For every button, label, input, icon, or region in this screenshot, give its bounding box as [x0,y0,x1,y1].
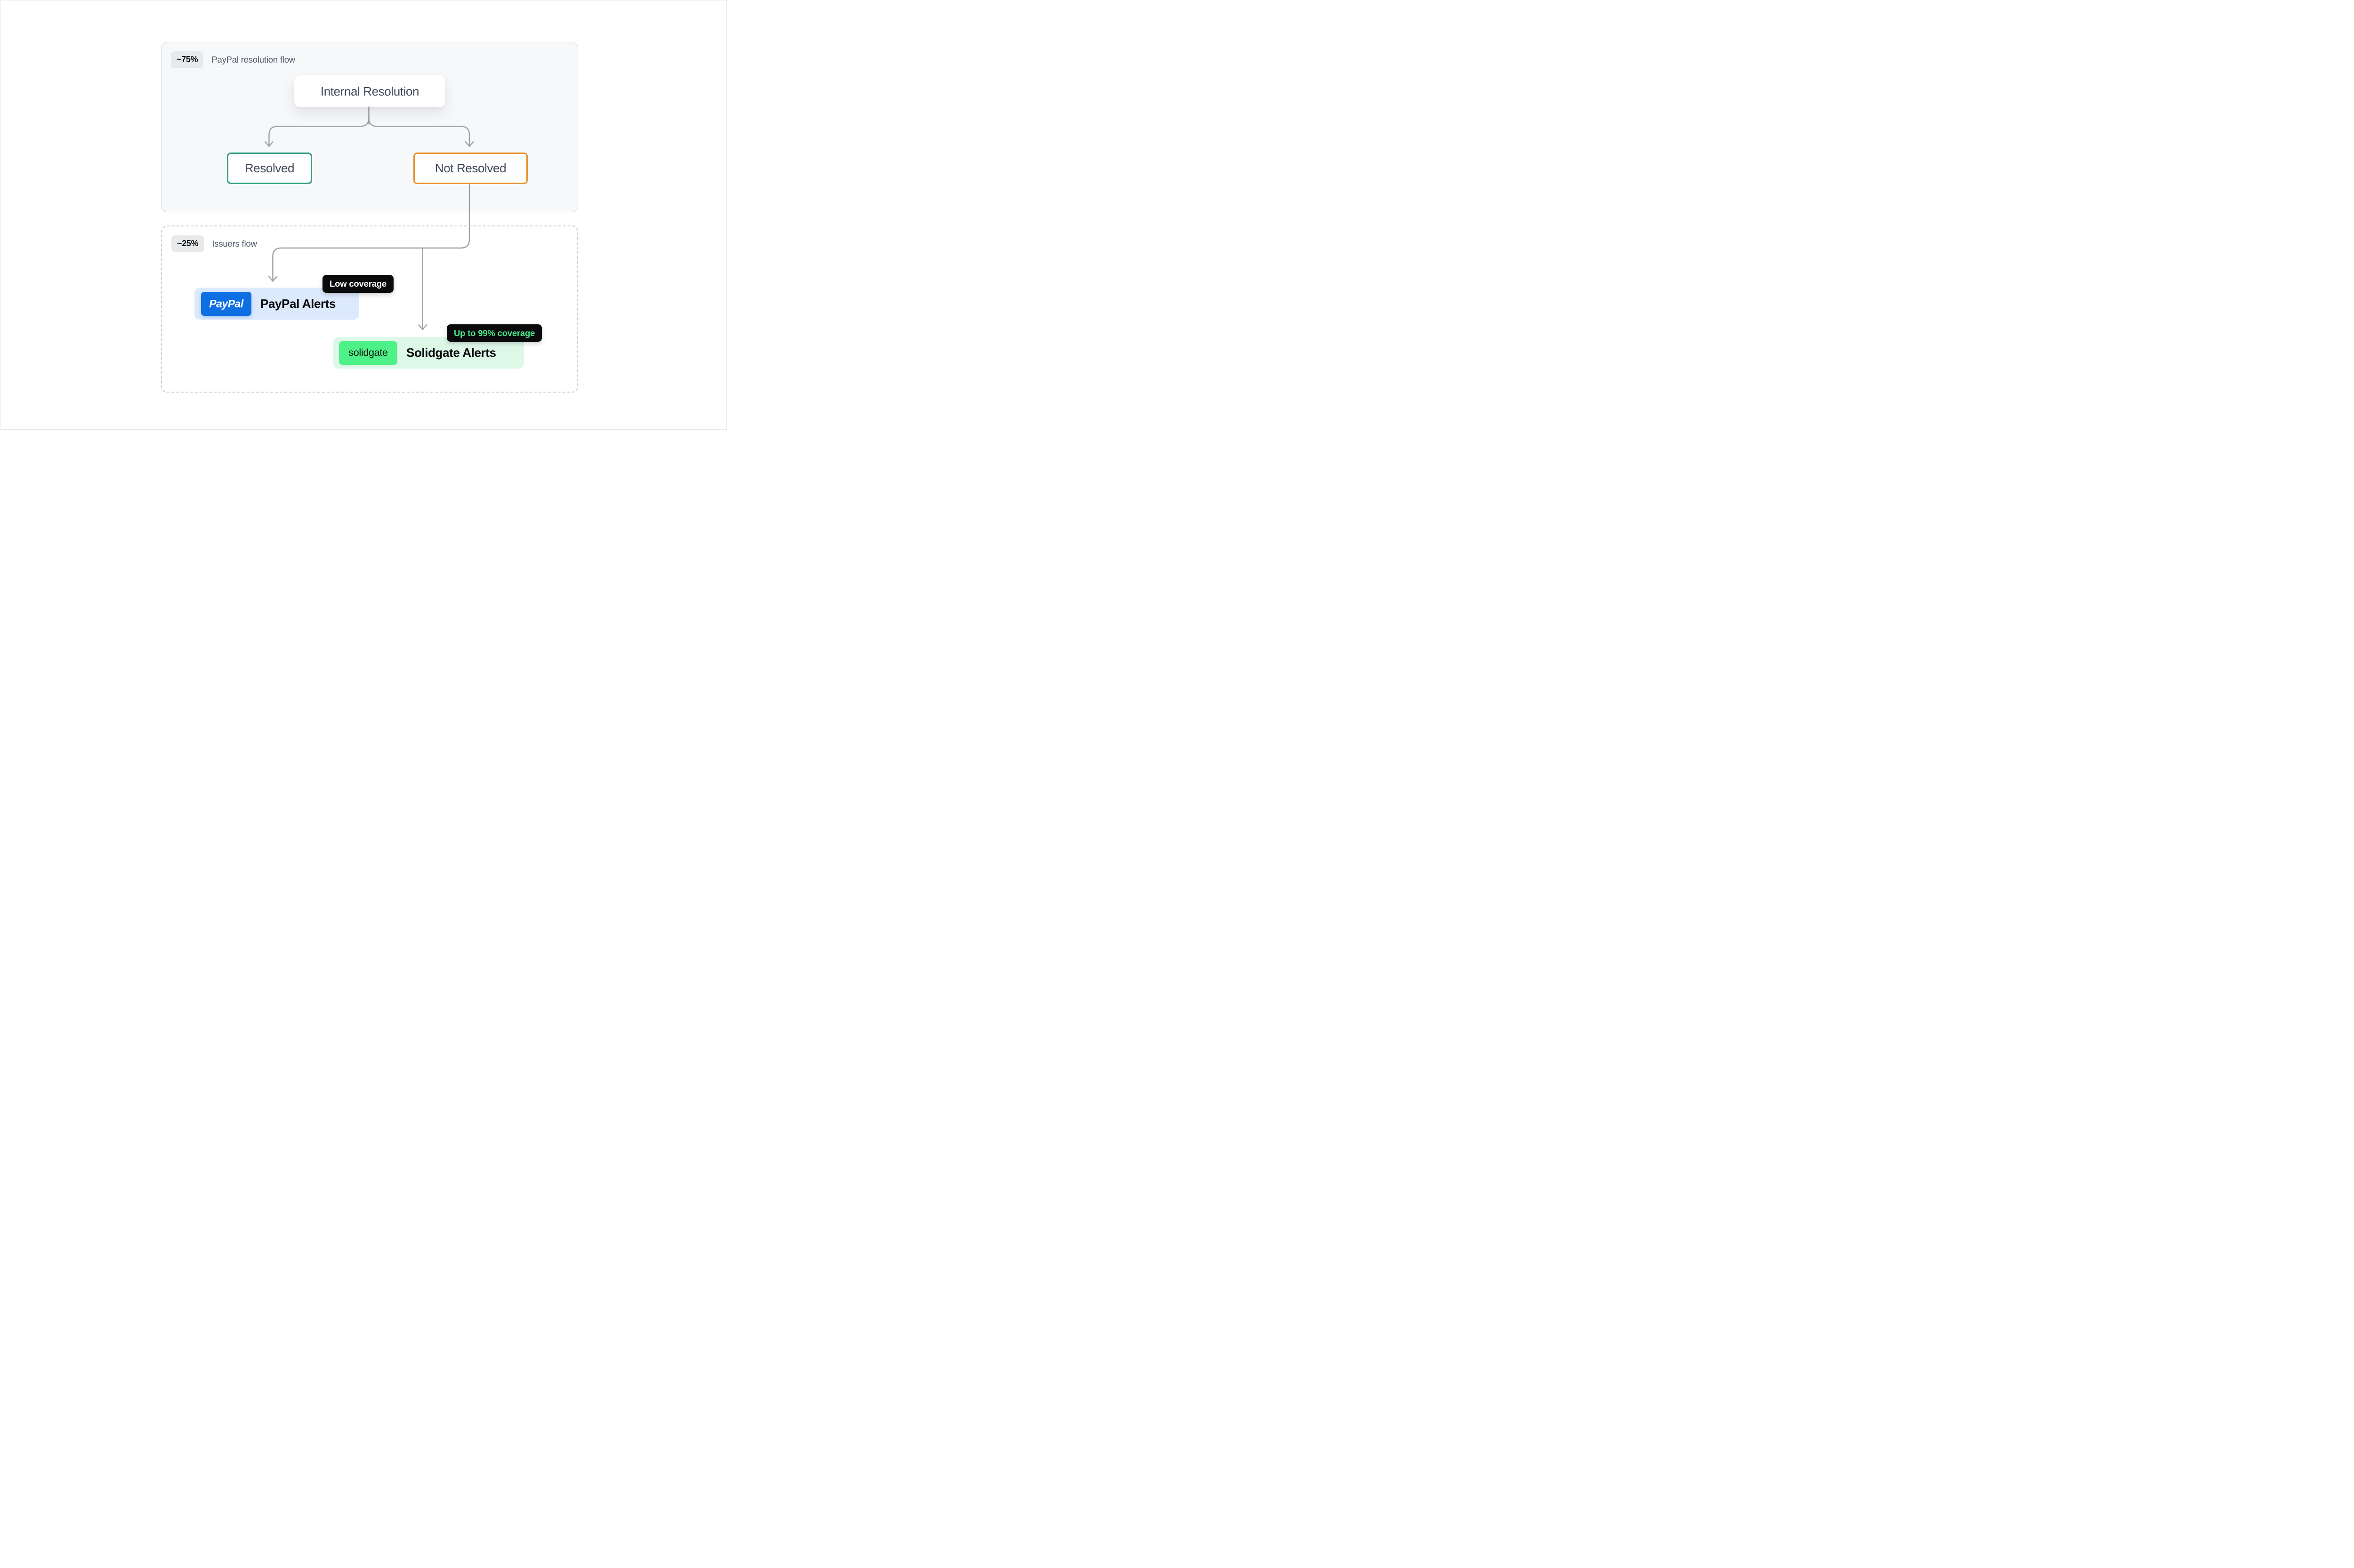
low-coverage-badge: Low coverage [322,275,394,293]
node-resolved: Resolved [227,153,312,184]
panel-header: ~75% PayPal resolution flow [171,51,295,68]
issuers-flow-panel: ~25% Issuers flow PayPal PayPal Alerts L… [161,225,578,393]
panel-title: Issuers flow [212,239,257,249]
paypal-alerts-row: PayPal PayPal Alerts [194,288,359,320]
diagram-canvas: ~75% PayPal resolution flow Internal Res… [0,0,727,430]
paypal-logo: PayPal [201,291,251,316]
paypal-resolution-flow-panel: ~75% PayPal resolution flow Internal Res… [161,42,578,212]
paypal-alerts-label: PayPal Alerts [260,296,336,311]
solidgate-alerts-label: Solidgate Alerts [406,346,496,360]
solidgate-logo: solidgate [339,341,397,365]
high-coverage-badge: Up to 99% coverage [447,324,542,342]
percentage-badge-25: ~25% [171,235,204,252]
solidgate-alerts-row: solidgate Solidgate Alerts [333,337,524,369]
node-internal-resolution: Internal Resolution [294,75,445,107]
panel-title: PayPal resolution flow [211,55,295,64]
percentage-badge-75: ~75% [171,51,204,68]
node-not-resolved: Not Resolved [413,153,528,184]
panel-header: ~25% Issuers flow [171,235,257,252]
